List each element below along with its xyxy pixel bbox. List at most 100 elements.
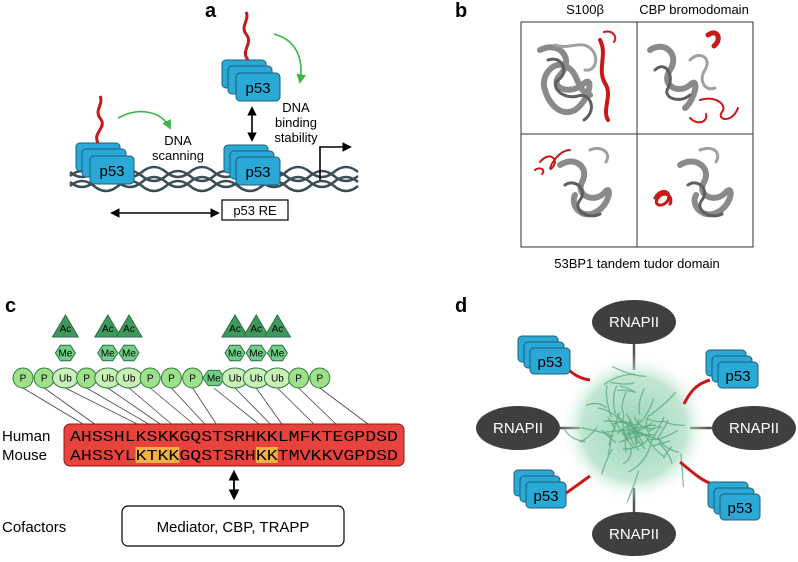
- condensate-fiber: [610, 381, 635, 385]
- condensate-fiber: [622, 448, 632, 465]
- cofactors-label: Cofactors: [2, 519, 66, 536]
- dna-binding-line2: binding: [275, 115, 317, 130]
- modification-site: P: [160, 367, 182, 389]
- modification-link: [298, 387, 339, 427]
- label-cbp-bromodomain: CBP bromodomain: [639, 2, 749, 17]
- p53-bottom-right: p53: [707, 481, 761, 521]
- condensate-fiber: [605, 385, 612, 418]
- mod-label: P: [189, 374, 196, 385]
- p53-top-left: p53: [517, 335, 571, 375]
- condensate-fiber: [638, 388, 645, 415]
- mod-label: Ac: [272, 324, 284, 335]
- modification-site: P: [182, 367, 204, 389]
- condensate-fiber: [628, 422, 653, 433]
- mod-ac-marker: [51, 314, 80, 338]
- modification-link: [255, 387, 284, 427]
- panel-d-letter: d: [455, 295, 467, 317]
- mouse-highlights: [135, 447, 278, 463]
- condensate-fiber: [633, 397, 655, 429]
- condensate-fiber: [619, 385, 634, 392]
- mod-label: P: [168, 374, 175, 385]
- modification-link: [86, 387, 153, 427]
- dna-binding-line3: stability: [274, 130, 318, 145]
- modification-site: P: [76, 367, 98, 389]
- modification-link: [128, 387, 175, 427]
- mod-label: Me: [207, 374, 221, 385]
- mod-label: Ub: [229, 374, 242, 385]
- p53-label: p53: [727, 500, 752, 517]
- condensate-fiber: [629, 419, 639, 444]
- modification-site: P: [309, 367, 331, 389]
- rnapii-label: RNAPII: [493, 420, 543, 437]
- panel-c-letter: c: [5, 295, 16, 317]
- p53-label: p53: [537, 354, 562, 371]
- mouse-residue-highlight: [168, 447, 180, 463]
- transcription-start-arrow: [319, 142, 352, 180]
- dna-binding-line1: DNA: [282, 100, 310, 115]
- p53-label: p53: [99, 163, 124, 180]
- modification-link: [319, 387, 371, 427]
- p53-free: p53: [221, 11, 281, 102]
- rnapii-left: RNAPII: [476, 406, 560, 450]
- mouse-residue-highlight: [146, 447, 158, 463]
- condensate-fiber: [658, 442, 673, 464]
- condensate-fiber: [645, 414, 651, 435]
- condensate-fiber: [662, 419, 685, 427]
- panel-b-letter: b: [455, 0, 467, 22]
- condensate-fiber: [658, 439, 680, 453]
- mod-me-marker: [245, 344, 267, 362]
- condensate-fiber: [612, 385, 618, 415]
- modification-links: [22, 387, 371, 427]
- mod-ac-marker: [242, 314, 271, 338]
- mod-label: P: [20, 374, 27, 385]
- species-human: Human: [2, 428, 50, 445]
- panel-a: a p53 RE p53 DNA scanning: [69, 0, 359, 221]
- p53-label: p53: [533, 488, 558, 505]
- modification-link: [22, 387, 87, 427]
- modification-link: [213, 387, 262, 427]
- condensate-fiber: [648, 426, 663, 433]
- mod-label: Ub: [123, 374, 136, 385]
- mod-label: P: [147, 374, 154, 385]
- mod-label: Me: [270, 349, 284, 360]
- mod-me-marker: [202, 369, 226, 387]
- modification-site: Me: [202, 369, 226, 387]
- condensate-fiber: [626, 470, 640, 503]
- green-arrow-bind: [273, 33, 306, 84]
- condensate-fiber: [622, 414, 627, 440]
- condensate-fiber: [649, 416, 665, 445]
- condensate-fiber: [680, 453, 685, 488]
- mod-label: Ac: [250, 324, 262, 335]
- structure-s100b: [537, 30, 617, 122]
- cofactors-text: Mediator, CBP, TRAPP: [157, 519, 310, 536]
- mod-label: Me: [58, 349, 72, 360]
- modification-link: [171, 387, 207, 427]
- rnapii-top: RNAPII: [592, 300, 676, 344]
- condensate-fiber: [649, 391, 677, 417]
- mod-me-marker: [224, 344, 246, 362]
- rnapii-label: RNAPII: [729, 420, 779, 437]
- condensate-fiber: [579, 426, 598, 444]
- mod-label: Ub: [250, 374, 263, 385]
- mod-label: P: [41, 374, 48, 385]
- p53-label: p53: [245, 80, 270, 97]
- label-s100b: S100β: [566, 2, 604, 17]
- mouse-sequence: AHSSYLKTKKGQSTSRHKKTMVKKVGPDSD: [70, 449, 398, 465]
- mod-label: P: [83, 374, 90, 385]
- rnapii-bottom: RNAPII: [592, 512, 676, 556]
- panel-b: b S100β CBP bromodomain: [455, 0, 754, 271]
- condensate-fiber: [652, 440, 671, 447]
- p53-label: p53: [725, 368, 750, 385]
- mod-ac-marker: [221, 314, 249, 338]
- condensate-fiber: [621, 391, 627, 414]
- condensate-fiber: [657, 419, 669, 439]
- mouse-residue-highlight: [266, 447, 278, 463]
- mouse-residue-highlight: [255, 447, 267, 463]
